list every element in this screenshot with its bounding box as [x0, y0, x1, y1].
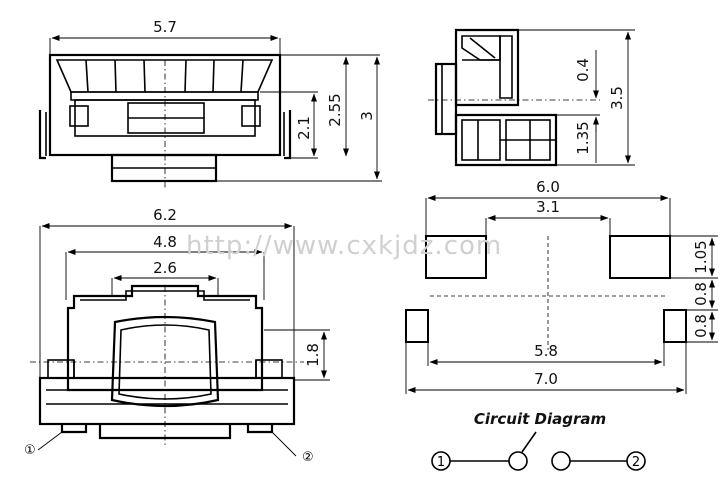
dim-side-b: 1.35: [574, 121, 592, 154]
dim-bottom-height: 1.8: [304, 343, 322, 367]
circuit-title: Circuit Diagram: [474, 410, 606, 428]
dim-side-a: 0.4: [574, 58, 592, 82]
bottom-view: 6.2 4.8 2.6 1.8: [24, 206, 330, 465]
pad-bottom-right: [663, 309, 687, 343]
front-view: 5.7: [38, 18, 382, 190]
circuit-node-1-label: 1: [437, 455, 445, 470]
dim-front-h2: 2.55: [326, 93, 344, 126]
dim-fp-inner: 3.1: [536, 198, 560, 216]
pad-top-right: [609, 235, 671, 279]
ribs: [85, 59, 244, 93]
dim-fp-small-pad: 0.8: [692, 314, 710, 338]
switch-contact-b: [551, 451, 571, 471]
dim-front-h3: 3: [358, 111, 376, 121]
dim-fp-lower: 5.8: [534, 342, 558, 360]
circuit-node-2: [626, 451, 646, 471]
dim-fp-total: 7.0: [534, 370, 558, 388]
pad-top-left: [425, 235, 487, 279]
dim-bottom-outer: 6.2: [153, 206, 177, 224]
circuit-node-2-label: 2: [632, 455, 640, 470]
dim-bottom-mid: 4.8: [153, 233, 177, 251]
dim-fp-gap: 0.8: [692, 282, 710, 306]
switch-lever: [521, 431, 537, 453]
pad-bottom-left: [405, 309, 429, 343]
side-view: 0.4 1.35 3.5: [428, 28, 635, 167]
dim-front-width: 5.7: [153, 18, 177, 36]
terminal-1-label: ①: [24, 443, 36, 458]
watermark: http://www.cxkjdz.com: [186, 231, 502, 261]
dim-fp-pad-height: 1.05: [692, 240, 710, 273]
dim-side-c: 3.5: [608, 86, 626, 110]
pcb-footprint: 6.0 3.1 1.05 0.8 0.8 5.8 7.0: [405, 178, 718, 394]
dim-fp-top: 6.0: [536, 178, 560, 196]
dim-front-h1: 2.1: [295, 116, 313, 140]
dim-bottom-inner: 2.6: [153, 259, 177, 277]
terminal-2-label: ②: [302, 450, 314, 465]
circuit-diagram: Circuit Diagram 1 2: [431, 410, 646, 471]
switch-contact-a: [508, 451, 528, 471]
